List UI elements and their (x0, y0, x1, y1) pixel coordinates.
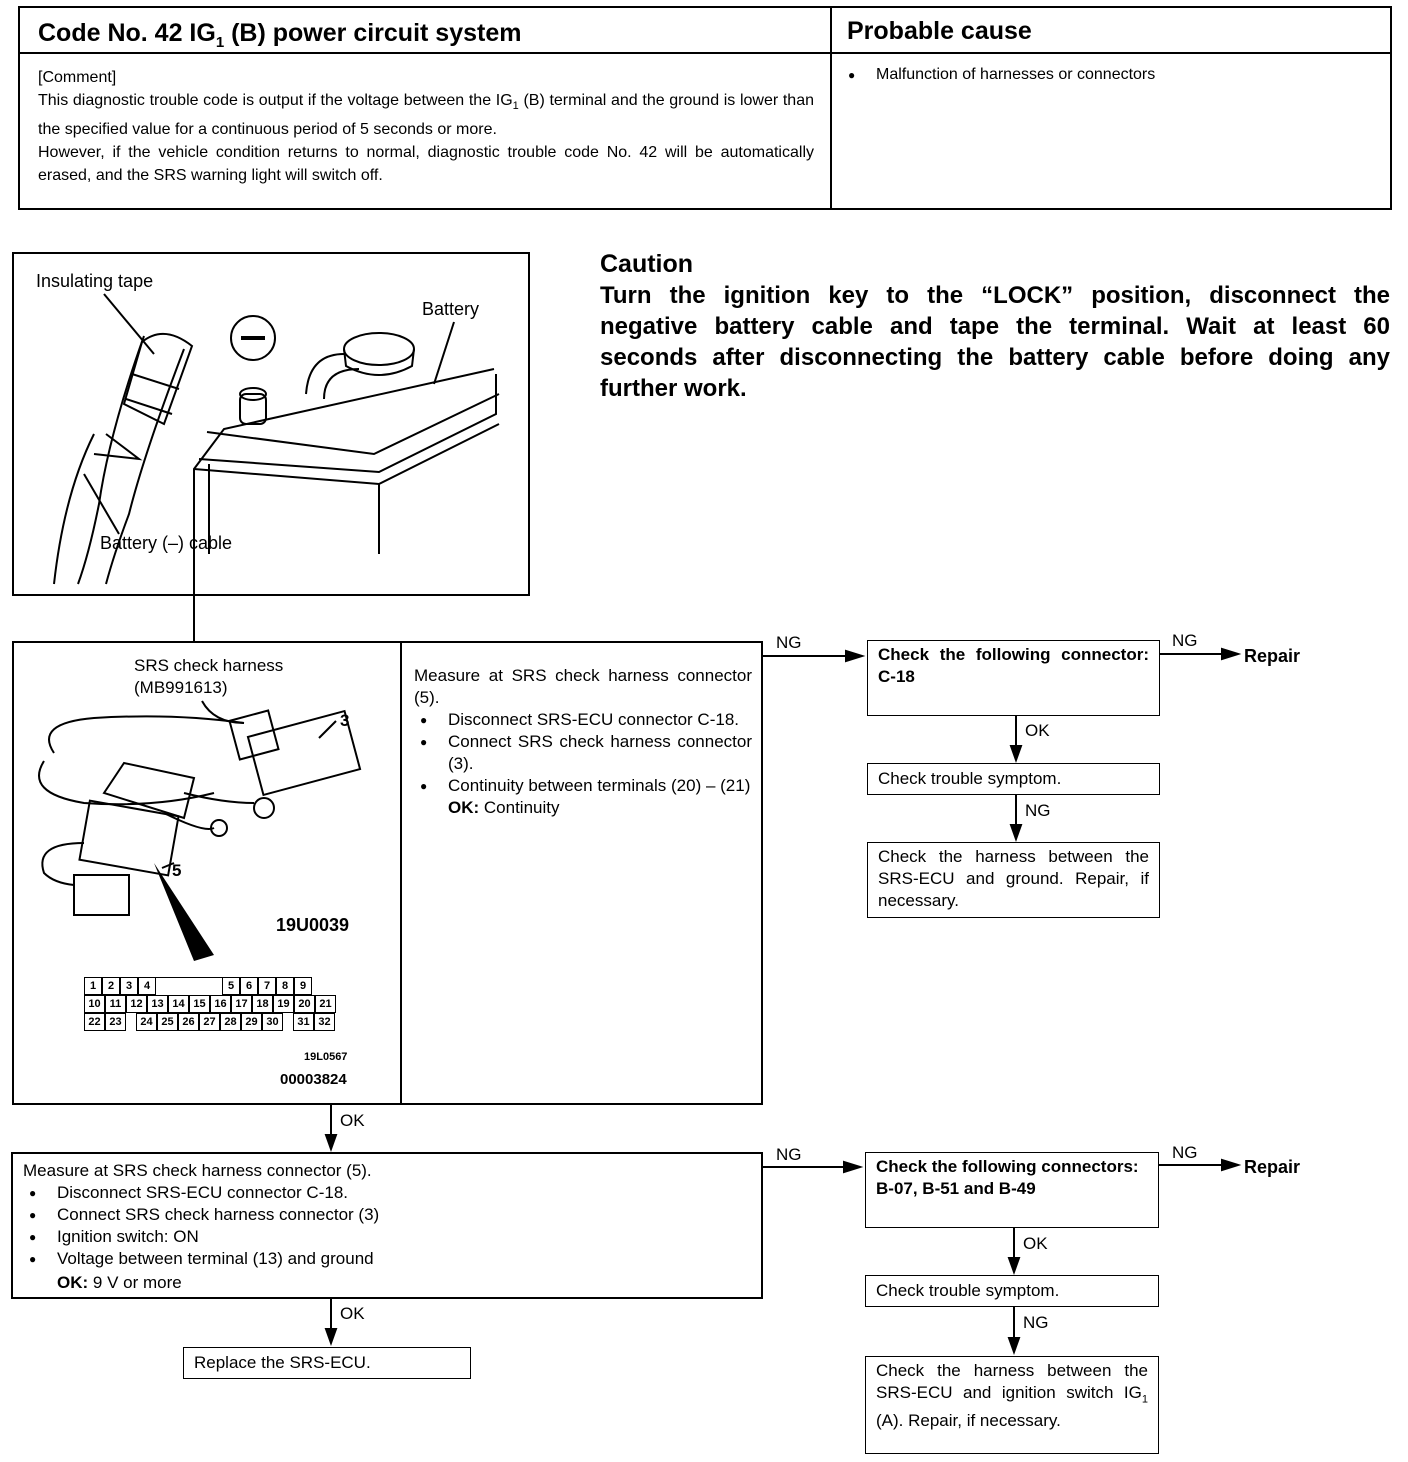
replace-ecu-box: Replace the SRS-ECU. (183, 1347, 471, 1379)
check-connector-c18-box: Check the following connector: C-18 (867, 640, 1160, 716)
step2-intro: Measure at SRS check harness connector (… (23, 1161, 372, 1180)
caution-title: Caution (600, 250, 694, 278)
figure-id: 19U0039 (276, 915, 350, 935)
pin-row-3: 22 23 24 25 26 27 28 29 30 31 32 (84, 1013, 340, 1031)
step1-bullet: Disconnect SRS-ECU connector C-18. (414, 709, 752, 731)
check-connectors-b-box: Check the following connectors: B-07, B-… (865, 1152, 1159, 1228)
step1-bullets: Disconnect SRS-ECU connector C-18. Conne… (414, 709, 752, 819)
comment-label: [Comment] (38, 69, 117, 86)
code-table: Code No. 42 IG1 (B) power circuit system… (18, 6, 1392, 210)
code-title: Code No. 42 IG1 (B) power circuit system (38, 19, 522, 51)
ok-label-replace: OK (340, 1304, 365, 1323)
battery-cable (77, 335, 145, 585)
comment-paragraph-1: This diagnostic trouble code is output i… (38, 92, 815, 139)
ok-label-step2: OK (340, 1111, 365, 1130)
comment-paragraph-2: However, if the vehicle condition return… (38, 144, 814, 185)
probable-cause-list: Malfunction of harnesses or connectors (842, 64, 1382, 86)
minus-symbol-circle (230, 315, 276, 361)
figure-ref-1: 19L0567 (304, 1051, 348, 1063)
zoom-pointer (154, 863, 214, 961)
pin-row-2: 10 11 12 13 14 15 16 17 18 19 20 21 (84, 995, 340, 1013)
step2-box: Measure at SRS check harness connector (… (11, 1152, 763, 1299)
check-trouble-symptom-box-1: Check trouble symptom. (867, 763, 1160, 795)
check-harness-ignition-box: Check the harness between the SRS-ECU an… (865, 1356, 1159, 1454)
connector-3-label: 3 (340, 711, 350, 730)
ok-label-2: OK (1023, 1234, 1048, 1253)
positive-terminal-cap (343, 332, 415, 366)
ng-label-2: NG (1025, 801, 1051, 820)
connector-3-body (246, 709, 362, 797)
check-trouble-symptom-box-2: Check trouble symptom. (865, 1275, 1159, 1307)
table-divider-vertical (830, 8, 832, 208)
ok-label-1: OK (1025, 721, 1050, 740)
step2-bullet: Connect SRS check harness connector (3) (23, 1204, 743, 1226)
probable-cause-item: Malfunction of harnesses or connectors (842, 64, 1382, 86)
harness-drawing (38, 700, 362, 961)
check-harness-ground-box: Check the harness between the SRS-ECU an… (867, 842, 1160, 918)
battery-cable-label: Battery (–) cable (100, 533, 233, 553)
insulating-tape-label: Insulating tape (36, 271, 154, 291)
harness-part-number: (MB991613) (134, 678, 228, 697)
step2-bullet: Voltage between terminal (13) and ground (23, 1248, 743, 1270)
step1-bullet: Continuity between terminals (20) – (21) (414, 775, 752, 797)
table-divider-horizontal (20, 52, 1390, 54)
comment-block: [Comment] This diagnostic trouble code i… (38, 66, 814, 187)
pin-table: 1 2 3 4 5 6 7 8 9 10 11 12 13 14 15 16 1… (84, 977, 340, 1031)
ng-label-repair-2: NG (1172, 1143, 1198, 1162)
connector-5-body (78, 799, 180, 877)
battery-illustration: Insulating tape Battery Battery (–) cabl… (12, 252, 530, 704)
probable-cause-title: Probable cause (847, 17, 1032, 45)
step1-bullet: Connect SRS check harness connector (3). (414, 731, 752, 775)
step1-box: SRS check harness (MB991613) 3 5 19U0039… (12, 641, 763, 1105)
battery-label: Battery (422, 299, 480, 319)
figure-ref-2: 00003824 (280, 1071, 347, 1088)
step1-divider (400, 643, 402, 1103)
connector-5-label: 5 (172, 861, 182, 880)
battery-drawing (53, 293, 500, 704)
battery-outline (193, 368, 495, 704)
ng-label-repair-1: NG (1172, 631, 1198, 650)
ng-label-3: NG (776, 1145, 802, 1164)
step2-ok: OK: 9 V or more (57, 1273, 182, 1292)
step2-bullet: Disconnect SRS-ECU connector C-18. (23, 1182, 743, 1204)
negative-post (239, 393, 267, 425)
ng-label-4: NG (1023, 1313, 1049, 1332)
ng-label-1: NG (776, 633, 802, 652)
caution-text: Turn the ignition key to the “LOCK” posi… (600, 282, 1390, 402)
harness-cable-upper (48, 715, 245, 754)
step1-ok: OK: Continuity (448, 798, 560, 817)
repair-label-2: Repair (1244, 1157, 1301, 1177)
ecu-plug (73, 874, 130, 916)
step2-bullets: Disconnect SRS-ECU connector C-18. Conne… (23, 1182, 743, 1270)
step1-intro: Measure at SRS check harness connector (… (414, 666, 752, 707)
harness-name: SRS check harness (134, 656, 284, 675)
repair-label-1: Repair (1244, 646, 1301, 666)
step2-bullet: Ignition switch: ON (23, 1226, 743, 1248)
pin-row-1: 1 2 3 4 5 6 7 8 9 (84, 977, 340, 995)
